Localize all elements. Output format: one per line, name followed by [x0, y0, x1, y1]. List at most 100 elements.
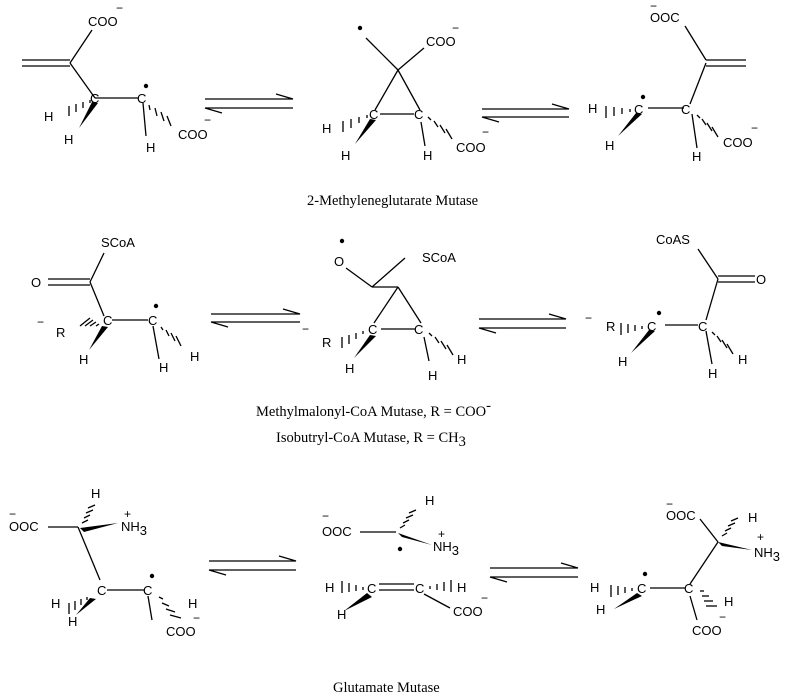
row1-sub-coo-right: COO [178, 127, 208, 142]
row2-prod-c1: C [647, 319, 656, 334]
row3-sub-nh3-main: NH [121, 519, 140, 534]
row2-int-scoa: SCoA [422, 250, 456, 265]
row3-int-ooc-charge: − [322, 509, 329, 523]
row1-sub-coo-top: COO [88, 14, 118, 29]
row3-sub-h2: H [68, 614, 77, 629]
row2-int-r-charge: − [302, 322, 309, 336]
row3-sub-nh3-sub: 3 [140, 523, 147, 538]
row3-int-c2: C [415, 581, 424, 596]
row1-sub-h1: H [44, 109, 53, 124]
row2-prod-h3: H [738, 352, 747, 367]
row3-prod-h1: H [590, 580, 599, 595]
row1-prod-ooc-top-charge: − [650, 0, 657, 13]
row1-prod-h1: H [588, 101, 597, 116]
row3-sub-h-top: H [91, 486, 100, 501]
row3-int-nh3: NH3 [433, 539, 459, 558]
row1-prod-c1: C [634, 102, 643, 117]
row2-sub-h1: H [79, 352, 88, 367]
row2-caption-line2: Isobutryl-CoA Mutase, R = CH3 [276, 430, 466, 450]
row3-int-ooc: OOC [322, 524, 352, 539]
row1-sub-c2: C [137, 91, 146, 106]
row1-prod-h3: H [692, 149, 701, 164]
row2-int-c1: C [368, 322, 377, 337]
row2-sub-r: R [56, 325, 65, 340]
row1-prod-coo-right: COO [723, 135, 753, 150]
row2-product: CoAS O − R C C H H H [585, 232, 766, 381]
row2-caption-line2-sub: 3 [459, 434, 466, 450]
row1-sub-c1: C [90, 91, 99, 106]
row2-prod-r-charge: − [585, 311, 592, 325]
row1-sub-h3: H [146, 140, 155, 155]
row3-sub-nh3-charge: + [124, 507, 131, 521]
row2-sub-o: O [31, 275, 41, 290]
row1-sub-coo-right-charge: − [204, 113, 211, 127]
row2-sub-c1: C [103, 313, 112, 328]
row3-sub-h3: H [188, 596, 197, 611]
row1-prod-ooc-top: OOC [650, 10, 680, 25]
row2-int-c2: C [414, 322, 423, 337]
row1-int-coo-top-charge: − [452, 21, 459, 35]
row2-prod-coas: CoAS [656, 232, 690, 247]
row2-prod-o: O [756, 272, 766, 287]
row1-prod-c2: C [681, 102, 690, 117]
row3-int-h1: H [325, 580, 334, 595]
row3-prod-nh3-main: NH [754, 545, 773, 560]
row3-prod-nh3: NH3 [754, 545, 780, 564]
row2-sub-h2: H [159, 360, 168, 375]
row1-int-coo-top: COO [426, 34, 456, 49]
row1-int-h2: H [341, 148, 350, 163]
row3-sub-ooc: OOC [9, 519, 39, 534]
row2-prod-c2: C [698, 319, 707, 334]
row1-substrate: COO − C C H H H COO − [22, 1, 211, 155]
row3-prod-c2: C [684, 581, 693, 596]
row1-intermediate: COO − C C H H H COO − [322, 21, 489, 163]
row3-sub-nh3: NH3 [121, 519, 147, 538]
row1-int-h1: H [322, 121, 331, 136]
row1-equilibrium-arrow-1 [204, 93, 294, 114]
row1-prod-coo-right-charge: − [751, 121, 758, 135]
row3-prod-h3: H [724, 594, 733, 609]
row1-sub-radical [143, 83, 149, 89]
row3-caption: Glutamate Mutase [333, 680, 440, 696]
row2-int-h3: H [457, 352, 466, 367]
row2-caption-line1-text: Methylmalonyl-CoA Mutase, R = COO [256, 404, 486, 420]
row2-sub-r-charge: − [37, 315, 44, 329]
row2-equilibrium-arrow-1 [210, 308, 301, 328]
row3-prod-ooc: OOC [666, 508, 696, 523]
row3-int-glycyl-radical [397, 546, 403, 552]
row3-int-h-top: H [425, 493, 434, 508]
row1-sub-coo-top-charge: − [116, 1, 123, 15]
row1-int-h3: H [423, 148, 432, 163]
row2-prod-h1: H [618, 354, 627, 369]
row1-int-c2: C [414, 107, 423, 122]
row3-sub-c2: C [143, 583, 152, 598]
row3-equilibrium-arrow-1 [208, 555, 297, 576]
row3-sub-h1: H [51, 596, 60, 611]
row1-int-coo-right: COO [456, 140, 486, 155]
row3-sub-c1: C [97, 583, 106, 598]
row2-intermediate: O SCoA − R C C H H H [302, 238, 466, 383]
row3-int-nh3-charge: + [438, 527, 445, 541]
row3-intermediate-acrylate: C C H H H COO − [325, 580, 488, 622]
row3-sub-coo-charge: − [193, 611, 200, 625]
row2-caption-line1-sup: - [486, 398, 491, 414]
row3-sub-coo: COO [166, 624, 196, 639]
row1-caption: 2-Methyleneglutarate Mutase [307, 193, 478, 209]
row3-int-h3: H [457, 580, 466, 595]
row2-int-r: R [322, 335, 331, 350]
row2-sub-radical [153, 303, 159, 309]
row1-equilibrium-arrow-2 [481, 103, 570, 123]
row2-equilibrium-arrow-2 [478, 313, 567, 334]
row2-int-radical [339, 238, 345, 244]
row3-int-h2: H [337, 607, 346, 622]
row1-product: OOC − C C H H H COO − [588, 0, 758, 164]
row3-int-c1: C [367, 581, 376, 596]
row2-sub-c2: C [148, 313, 157, 328]
row2-int-h1: H [345, 361, 354, 376]
row3-equilibrium-arrow-2 [489, 562, 579, 583]
row3-prod-ooc-charge: − [666, 497, 673, 511]
row2-prod-h2: H [708, 366, 717, 381]
row3-prod-coo: COO [692, 623, 722, 638]
row3-sub-radical [149, 573, 155, 579]
row3-prod-nh3-sub: 3 [773, 549, 780, 564]
